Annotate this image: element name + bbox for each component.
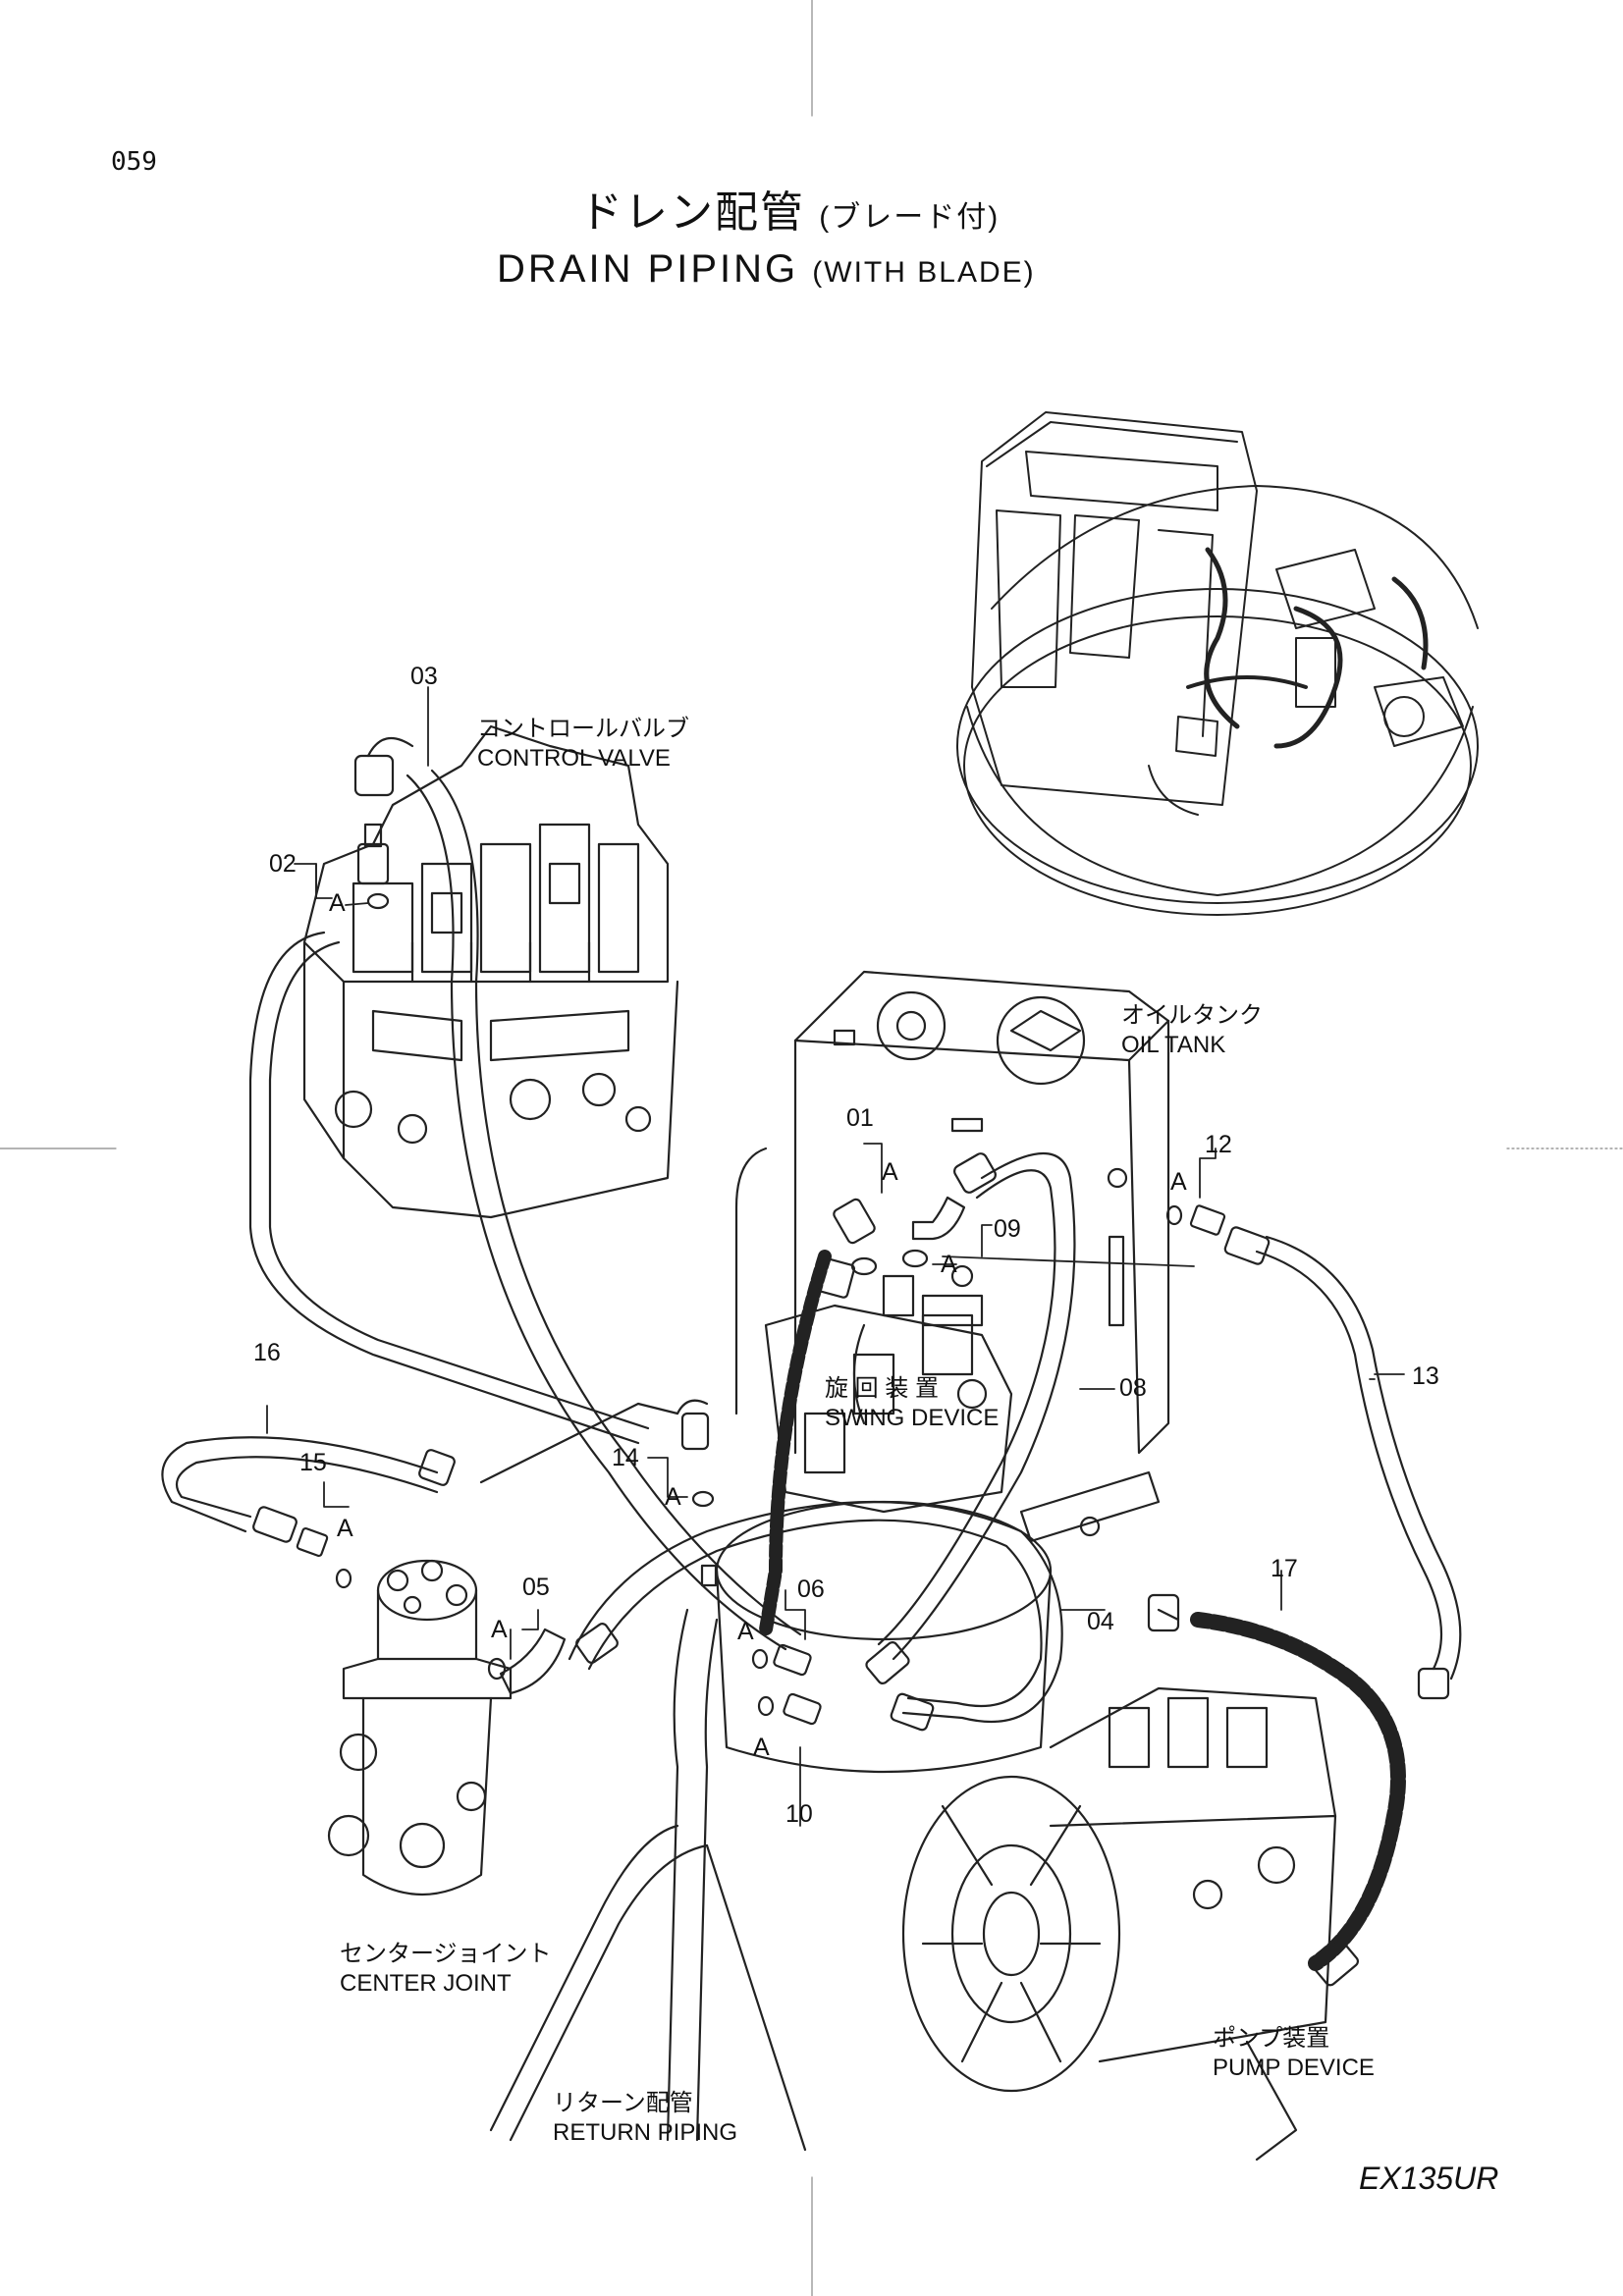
fittings [252, 736, 1450, 1987]
title-en-main: DRAIN PIPING [497, 247, 799, 291]
label-en: SWING DEVICE [825, 1405, 1000, 1431]
label-en: RETURN PIPING [553, 2119, 738, 2146]
label-oil-tank: オイルタンク OIL TANK [1121, 1001, 1263, 1060]
label-center-joint: センタージョイント CENTER JOINT [340, 1940, 552, 1999]
detail-mark-a: A [753, 1734, 770, 1761]
label-en: PUMP DEVICE [1213, 2055, 1375, 2081]
title-jp: ドレン配管 (ブレード付) [579, 191, 1000, 235]
return-piping-illustration [489, 1608, 807, 2152]
page-number: 059 [111, 147, 157, 177]
leader-lines [266, 686, 1405, 1827]
label-jp: センタージョイント [340, 1941, 552, 1967]
return-tube-loop [248, 931, 650, 1445]
part-number-05: 05 [522, 1574, 550, 1601]
label-jp: リターン配管 [553, 2090, 693, 2116]
part-number-04: 04 [1087, 1608, 1114, 1635]
part-number-15: 15 [299, 1449, 327, 1476]
label-return-piping: リターン配管 RETURN PIPING [553, 2089, 737, 2148]
machine-overview-illustration [956, 411, 1479, 916]
label-control-valve: コントロールバルブ CONTROL VALVE [477, 715, 689, 774]
detail-mark-a: A [665, 1483, 681, 1511]
part-number-12: 12 [1205, 1131, 1232, 1158]
part-number-06: 06 [797, 1575, 825, 1603]
label-pump-device: ポンプ装置 PUMP DEVICE [1213, 2024, 1375, 2083]
drain-hoses [161, 769, 1462, 1971]
label-jp: オイルタンク [1121, 1002, 1263, 1029]
title-en-sub: (WITH BLADE) [812, 256, 1036, 289]
label-jp: 旋 回 装 置 [825, 1375, 940, 1402]
tank-fittings-detail [852, 1264, 984, 1425]
label-en: OIL TANK [1121, 1032, 1226, 1058]
title-en: DRAIN PIPING (WITH BLADE) [497, 249, 1036, 289]
label-swing-device: 旋 回 装 置 SWING DEVICE [825, 1374, 999, 1433]
detail-mark-a: A [1170, 1168, 1187, 1196]
detail-mark-a: A [491, 1616, 508, 1643]
center-joint-illustration [327, 1559, 513, 1896]
label-jp: ポンプ装置 [1213, 2025, 1330, 2052]
model-number: EX135UR [1359, 2161, 1499, 2196]
detail-mark-a: A [329, 889, 346, 917]
part-number-03: 03 [410, 663, 438, 690]
title-jp-main: ドレン配管 [579, 188, 805, 237]
part-number-14: 14 [612, 1444, 639, 1471]
part-number-02: 02 [269, 850, 297, 878]
pump-device-illustration [901, 1686, 1337, 2162]
part-number-01: 01 [846, 1104, 874, 1132]
part-number-09: 09 [994, 1215, 1021, 1243]
part-number-16: 16 [253, 1339, 281, 1366]
label-en: CONTROL VALVE [477, 745, 671, 772]
part-number-13: 13 [1412, 1362, 1439, 1390]
detail-mark-a: A [882, 1158, 898, 1186]
title-jp-sub: (ブレード付) [819, 201, 1001, 234]
label-jp: コントロールバルブ [477, 716, 689, 742]
detail-mark-a: A [737, 1618, 754, 1645]
part-number-10: 10 [785, 1800, 813, 1828]
detail-mark-a: A [941, 1251, 957, 1278]
control-valve-illustration [302, 724, 679, 1219]
label-en: CENTER JOINT [340, 1970, 512, 1997]
detail-mark-a: A [337, 1515, 353, 1542]
part-number-08: 08 [1119, 1374, 1147, 1402]
part-number-17: 17 [1271, 1555, 1298, 1582]
